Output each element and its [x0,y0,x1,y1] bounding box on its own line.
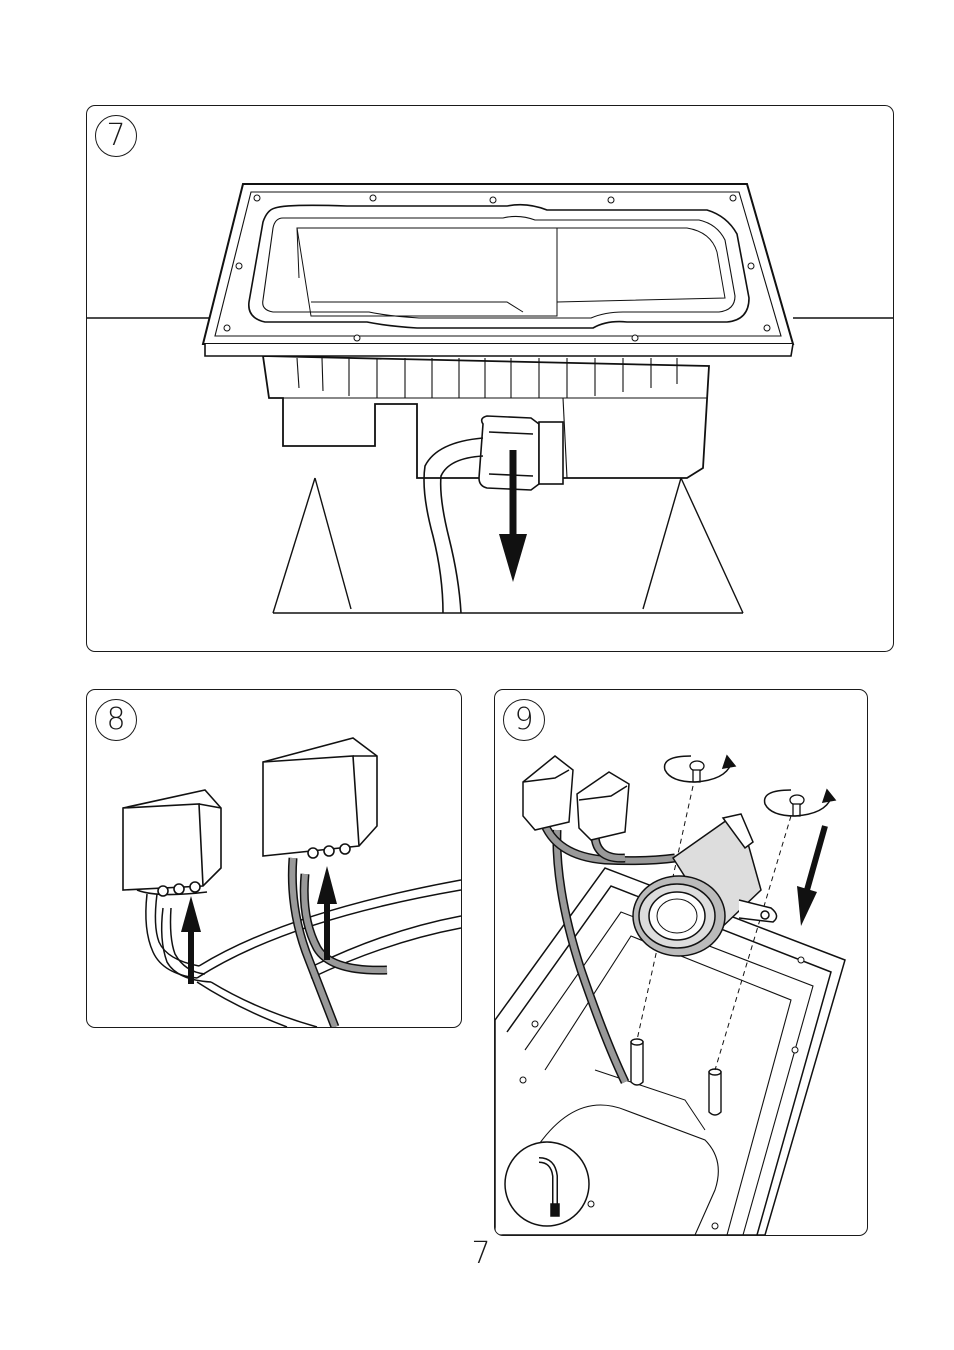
step-9-illustration [495,690,867,1235]
insert-arrow [797,826,825,926]
cable-gland [479,416,563,490]
inset-detail [505,1142,589,1226]
step-7-panel: 7 [86,105,894,652]
step-7-illustration [87,106,893,651]
step-8-badge: 8 [95,699,137,741]
step-9-badge: 9 [503,699,545,741]
left-wires [146,894,211,982]
step-8-illustration [87,690,461,1027]
step-7-badge: 7 [95,115,137,157]
wire-connectors [523,756,629,840]
right-wires [292,858,387,1027]
screws [690,761,804,816]
step-8-panel: 8 [86,689,462,1028]
right-terminal-block [263,738,377,858]
left-terminal-block [123,790,221,896]
page-number: 7 [461,1236,501,1271]
step-9-panel: 9 [494,689,868,1236]
left-push-arrow [181,896,201,984]
